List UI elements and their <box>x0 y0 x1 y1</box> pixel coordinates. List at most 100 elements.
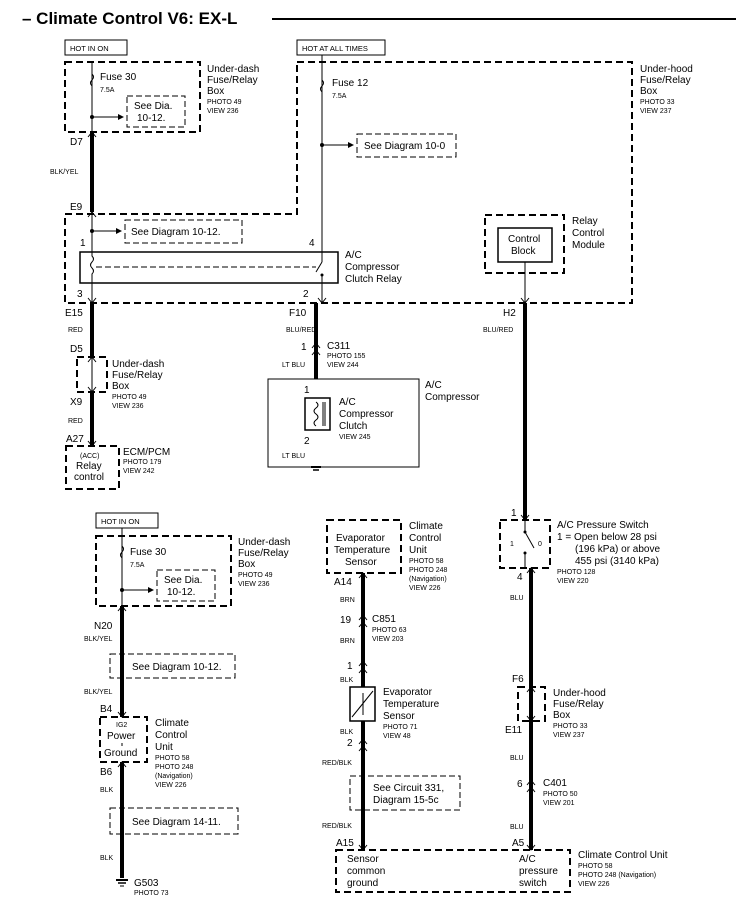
hot-in-on-box <box>64 39 128 56</box>
control-block <box>497 227 553 263</box>
ccu-mid-photo1: PHOTO 58 <box>409 558 444 565</box>
wire-color-lt-blu-2: LT BLU <box>282 453 305 460</box>
relay-pin-3: 3 <box>77 289 83 300</box>
clutch-pin-1: 1 <box>304 385 310 396</box>
connector-b6-icon <box>117 761 127 768</box>
ud2-photo: PHOTO 49 <box>112 394 147 401</box>
ecm-photo: PHOTO 179 <box>123 459 161 466</box>
ets-label-3: Sensor <box>383 711 415 722</box>
c401-photo: PHOTO 50 <box>543 791 578 798</box>
top-section: HOT IN ON HOT AT ALL TIMES Fuse 30 7.5A … <box>50 39 693 520</box>
ecm-label: ECM/PCM <box>123 447 170 458</box>
underhood-label-3: Box <box>640 86 657 97</box>
aps-photo: PHOTO 128 <box>557 569 595 576</box>
ccu-mid-label-2: Control <box>409 533 441 544</box>
wire-color-blu-3: BLU <box>510 824 524 831</box>
clutch-label-1: A/C <box>339 397 356 408</box>
rcm-label-3: Module <box>572 240 605 251</box>
wire-color-blk-yel: BLK/YEL <box>50 169 79 176</box>
ground-label: Ground <box>104 748 137 759</box>
c851-view: VIEW 203 <box>372 636 404 643</box>
ac-compressor-label-2: Compressor <box>425 392 480 403</box>
g503-photo: PHOTO 73 <box>134 890 169 897</box>
ccu-mid-label-3: Unit <box>409 545 427 556</box>
pin-b4: B4 <box>100 704 113 715</box>
hot-at-all-times-label: HOT AT ALL TIMES <box>302 44 368 53</box>
ac-compressor-label-1: A/C <box>425 380 442 391</box>
pin-a5: A5 <box>512 838 525 849</box>
connector-c851-icon <box>358 614 368 621</box>
uh2-photo: PHOTO 33 <box>553 723 588 730</box>
uh2-label-2: Fuse/Relay <box>553 699 604 710</box>
relay-label-2: Compressor <box>345 262 400 273</box>
connector-pin2-icon <box>317 297 327 304</box>
ud2-label-2: Fuse/Relay <box>112 370 163 381</box>
wire-color-blk-2: BLK <box>100 855 114 862</box>
connector-e11-icon <box>526 715 536 722</box>
wire-color-blk-mid: BLK <box>340 677 354 684</box>
bottom-middle-section: Evaporator Temperature Sensor Climate Co… <box>322 519 461 851</box>
connector-d5-icon <box>87 356 97 363</box>
relay-coil-icon <box>90 252 94 283</box>
underdash-label-2: Fuse/Relay <box>207 75 258 86</box>
connector-c401-icon <box>526 779 536 786</box>
fuse12-symbol <box>320 79 324 93</box>
connector-aps4-icon <box>526 567 536 574</box>
ig2-label: IG2 <box>116 722 127 729</box>
ac-pressure-switch-input-2: pressure <box>519 866 558 877</box>
climate-control-unit-box <box>335 849 571 893</box>
see-dia-2-line2: 10-12. <box>167 587 195 598</box>
connector-a5-icon <box>526 844 536 851</box>
uh2-label-1: Under-hood <box>553 688 606 699</box>
control-block-label-2: Block <box>511 246 536 257</box>
connector-c851-icon-2 <box>358 621 368 628</box>
wire-color-lt-blu: LT BLU <box>282 362 305 369</box>
connector-n20-icon <box>117 605 127 612</box>
pin-d5: D5 <box>70 344 83 355</box>
pin-f10: F10 <box>289 308 307 319</box>
aps-pin-4: 4 <box>517 572 523 583</box>
wire-color-blu-2: BLU <box>510 755 524 762</box>
see-circuit-331-box <box>349 775 461 811</box>
see-dia-line2: 10-12. <box>137 113 165 124</box>
clutch-coil-icon <box>313 401 319 427</box>
ccu-left-view: VIEW 226 <box>155 782 187 789</box>
g503-label: G503 <box>134 878 159 889</box>
c401-pin: 6 <box>517 779 523 790</box>
c851-label: C851 <box>372 614 396 625</box>
ccu-left-label-2: Control <box>155 730 187 741</box>
fuse30-rating-2: 7.5A <box>130 562 145 569</box>
connector-c401-icon-2 <box>526 786 536 793</box>
aps-label-2: 1 = Open below 28 psi <box>557 532 657 543</box>
relay-pin-1: 1 <box>80 238 86 249</box>
underhood-label-1: Under-hood <box>640 64 693 75</box>
hot-at-all-times-box <box>296 39 386 56</box>
underdash-2-label-2: Fuse/Relay <box>238 548 289 559</box>
wire-color-blk-yel-2: BLK/YEL <box>84 636 113 643</box>
connector-ets-icon <box>358 660 368 667</box>
fuse12-rating: 7.5A <box>332 93 347 100</box>
relay-pin-4: 4 <box>309 238 315 249</box>
see-dia-line1: See Dia. <box>134 101 172 112</box>
connector-ets2-icon-2 <box>358 745 368 752</box>
fuse30-rating: 7.5A <box>100 87 115 94</box>
pin-b6: B6 <box>100 767 113 778</box>
hot-in-on-box-2 <box>95 512 159 529</box>
ccu-left-label-1: Climate <box>155 718 189 729</box>
c401-label: C401 <box>543 778 567 789</box>
aps-label-4: 455 psi (3140 kPa) <box>575 556 659 567</box>
underdash-photo: PHOTO 49 <box>207 99 242 106</box>
ccu-mid-label-1: Climate <box>409 521 443 532</box>
ets-pin-2: 2 <box>347 738 353 749</box>
see-diagram-10-12-box <box>124 219 243 244</box>
hot-in-on-label: HOT IN ON <box>70 44 109 53</box>
ccu-evap-box <box>326 519 402 574</box>
ccu-mid-nav: (Navigation) <box>409 576 447 583</box>
relay-label-3: Clutch Relay <box>345 274 402 285</box>
fuse30-symbol <box>90 73 94 87</box>
bottom-right-section: 1 1 0 A/C Pressure Switch 1 = Open below… <box>335 508 668 893</box>
pin-d7: D7 <box>70 137 83 148</box>
pin-n20: N20 <box>94 621 113 632</box>
wire-color-blk: BLK <box>100 787 114 794</box>
